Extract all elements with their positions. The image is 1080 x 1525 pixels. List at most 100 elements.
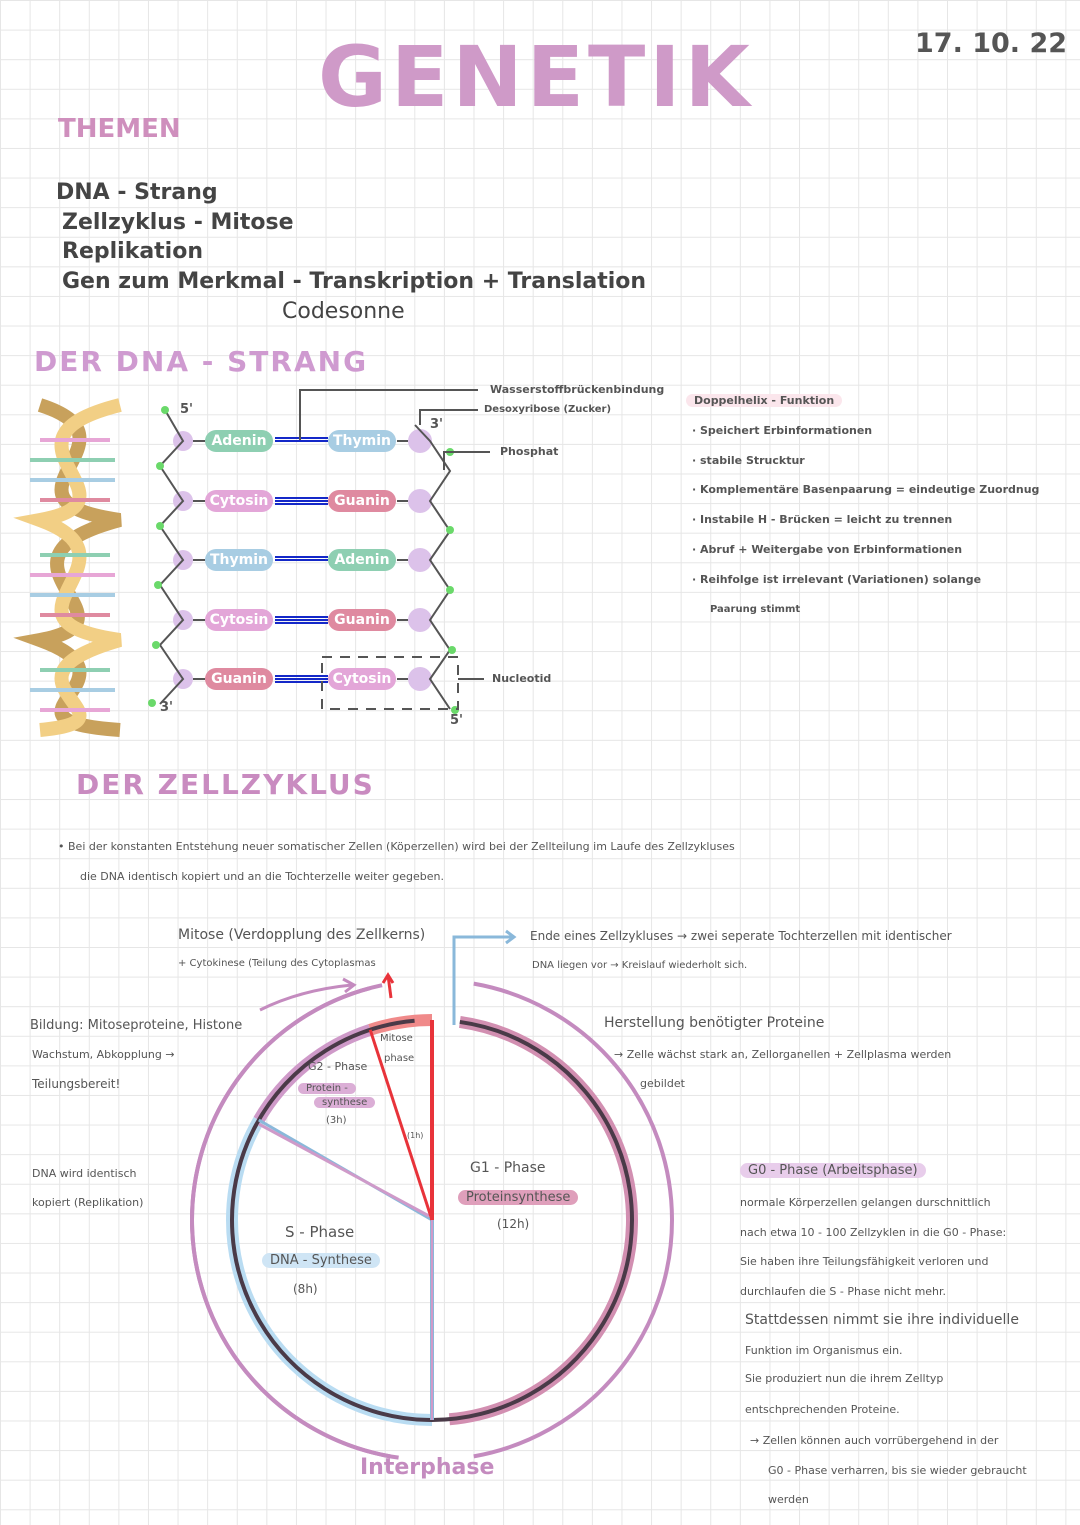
g0-line: werden [768,1493,809,1506]
g0-line: durchlaufen die S - Phase nicht mehr. [740,1285,947,1298]
sugar-icon [408,548,432,572]
sugar-icon [408,429,432,453]
herstellung-note: gebildet [640,1077,685,1090]
base-guanin: Guanin [205,668,273,690]
phosphate-icon [152,641,160,649]
function-item: · stabile Strucktur [692,454,805,467]
interphase-ring [190,983,399,1460]
function-item: · Instabile H - Brücken = leicht zu tren… [692,513,953,526]
ende-note: DNA liegen vor → Kreislauf wiederholt si… [532,960,748,971]
dna-kopiert-note: DNA wird identisch [32,1167,137,1180]
label-desoxyribose: Desoxyribose (Zucker) [484,404,612,415]
arrow-icon [381,972,395,999]
dna-ladder [148,406,459,714]
label-nucleotid: Nucleotid [492,672,552,685]
phosphate-icon [448,646,456,654]
base-adenin: Adenin [205,430,273,452]
dna-kopiert-note: kopiert (Replikation) [32,1196,144,1209]
g0-line: Stattdessen nimmt sie ihre individuelle [745,1312,1019,1328]
g1-phase-tag: Proteinsynthese [458,1190,579,1205]
mitose-note: Mitose (Verdopplung des Zellkerns) [178,927,426,943]
g2-phase-tag: synthese [314,1097,376,1108]
ende-note: Ende eines Zellzykluses → zwei seperate … [530,929,952,943]
function-item-cont: Paarung stimmt [710,604,801,615]
bildung-note: Teilungsbereit! [32,1077,121,1091]
function-item: · Speichert Erbinformationen [692,424,873,437]
base-thymin: Thymin [205,549,273,571]
arrow-icon [452,929,517,1025]
phosphate-icon [148,699,156,707]
intro-text: Bei der konstanten Entstehung neuer soma… [68,840,735,853]
phosphate-icon [156,462,164,470]
intro-line: die DNA identisch kopiert und an die Toc… [80,870,444,883]
g0-heading: G0 - Phase (Arbeitsphase) [740,1163,926,1178]
end-label: 5' [450,713,464,728]
function-item: · Abruf + Weitergabe von Erbinformatione… [692,543,963,556]
s-phase-tag: DNA - Synthese [262,1253,380,1268]
bildung-note: Bildung: Mitoseproteine, Histone [30,1018,243,1033]
phosphate-icon [161,406,169,414]
herstellung-note: Herstellung benötigter Proteine [604,1015,825,1031]
function-item: · Reihfolge ist irrelevant (Variationen)… [692,573,982,586]
bildung-note: Wachstum, Abkopplung → [32,1048,175,1061]
s-phase-label: S - Phase [285,1223,355,1241]
phosphate-icon [446,586,454,594]
backbone-left [158,409,185,705]
base-guanin: Guanin [328,609,396,631]
g0-line: entschprechenden Proteine. [745,1403,900,1416]
mitose-note: + Cytokinese (Teilung des Cytoplasmas [178,958,376,969]
label-wasserstoff: Wasserstoffbrückenbindung [490,383,665,396]
functions-heading: Doppelhelix - Funktion [686,394,843,407]
page-title: GENETIK [318,28,754,126]
g0-line: nach etwa 10 - 100 Zellzyklen in die G0 … [740,1226,1007,1239]
base-thymin: Thymin [328,430,396,452]
g0-line: Funktion im Organismus ein. [745,1344,903,1357]
g2-phase-label: G2 - Phase [308,1060,368,1073]
g0-line: normale Körperzellen gelangen durschnitt… [740,1196,991,1209]
topic-item: DNA - Strang [56,180,218,205]
themen-heading: THEMEN [58,114,181,144]
base-cytosin: Cytosin [205,490,273,512]
m-phase-label: phase [384,1053,415,1064]
dna-heading: DER DNA - STRANG [34,345,369,378]
end-label: 3' [430,417,444,432]
g2-phase-tag: Protein - [298,1083,356,1094]
base-guanin: Guanin [328,490,396,512]
g0-line: Sie produziert nun die ihrem Zelltyp [745,1372,944,1385]
sugar-icon [408,667,432,691]
topic-sub: Codesonne [282,299,405,324]
interphase-label: Interphase [360,1455,495,1480]
phosphate-icon [154,581,162,589]
sugar-icon [408,608,432,632]
g2-phase-duration: (3h) [326,1115,347,1126]
g1-arc [448,1016,638,1426]
g0-line: → Zellen können auch vorrübergehend in d… [750,1434,999,1447]
s-phase-duration: (8h) [293,1282,318,1296]
m-phase-label: Mitose [380,1033,413,1044]
base-cytosin: Cytosin [328,668,396,690]
intro-line: • Bei der konstanten Entstehung neuer so… [58,840,735,853]
phosphate-icon [156,522,164,530]
label-arrows [299,389,490,710]
g0-line: Sie haben ihre Teilungsfähigkeit verlore… [740,1255,989,1268]
zellzyklus-heading: DER ZELLZYKLUS [76,768,375,801]
arrow-icon [259,977,357,1012]
sugar-icon [408,489,432,513]
g0-line: G0 - Phase verharren, bis sie wieder geb… [768,1464,1027,1477]
phosphate-icon [446,526,454,534]
g1-phase-duration: (12h) [497,1217,530,1231]
topic-item: Gen zum Merkmal - Transkription + Transl… [62,269,647,294]
function-item: · Komplementäre Basenpaarung = eindeutig… [692,483,1040,496]
label-phosphat: Phosphat [500,445,559,458]
end-label: 3' [160,700,174,715]
cell-cycle-diagram [190,981,674,1460]
topic-item: Zellzyklus - Mitose [62,210,294,235]
end-label: 5' [180,402,194,417]
g1-phase-label: G1 - Phase [470,1160,546,1176]
herstellung-note: → Zelle wächst stark an, Zellorganellen … [614,1048,952,1061]
topic-item: Replikation [62,239,204,264]
dna-helix-icon [13,398,122,737]
base-cytosin: Cytosin [205,609,273,631]
date: 17. 10. 22 [915,28,1068,59]
